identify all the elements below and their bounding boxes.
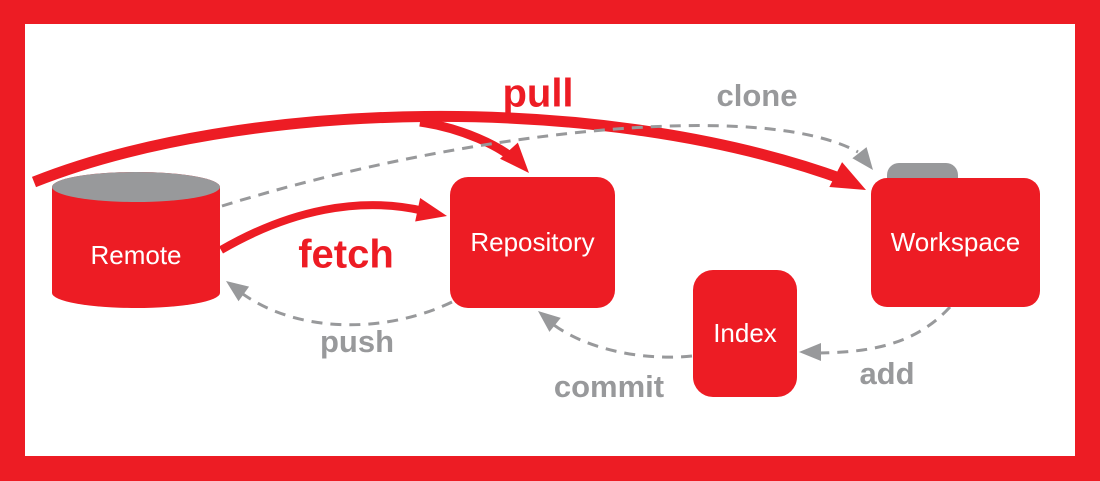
pull-label: pull <box>502 71 574 116</box>
add-arrow-line <box>811 305 952 355</box>
commit-arrowhead <box>538 311 561 332</box>
push-arrowhead <box>226 281 250 302</box>
clone-arrow-line <box>221 124 859 208</box>
clone-arrowhead <box>852 147 873 170</box>
push-label: push <box>319 324 395 359</box>
workspace-label: Workspace <box>890 227 1021 257</box>
fetch-arrowhead <box>415 198 447 222</box>
index-label: Index <box>713 318 777 348</box>
repository-label: Repository <box>470 227 595 257</box>
commit-arrow-line <box>549 320 693 359</box>
node-workspace: Workspace <box>871 178 1040 307</box>
remote-label: Remote <box>90 239 182 270</box>
node-repository: Repository <box>450 177 615 308</box>
node-index: Index <box>693 270 797 397</box>
pull-arrowhead <box>829 162 866 190</box>
pull-branch-arrowhead <box>500 142 529 173</box>
commit-label: commit <box>553 369 665 404</box>
push-arrow-line <box>239 290 453 327</box>
fetch-arrow-line <box>218 201 425 254</box>
remote-label-wrap: Remote <box>52 202 220 308</box>
remote-cylinder-top <box>52 172 220 202</box>
fetch-label: fetch <box>298 232 394 277</box>
add-arrowhead <box>799 343 821 361</box>
add-label: add <box>859 356 915 391</box>
clone-label: clone <box>716 78 798 113</box>
pull-arrow-line <box>31 110 847 188</box>
